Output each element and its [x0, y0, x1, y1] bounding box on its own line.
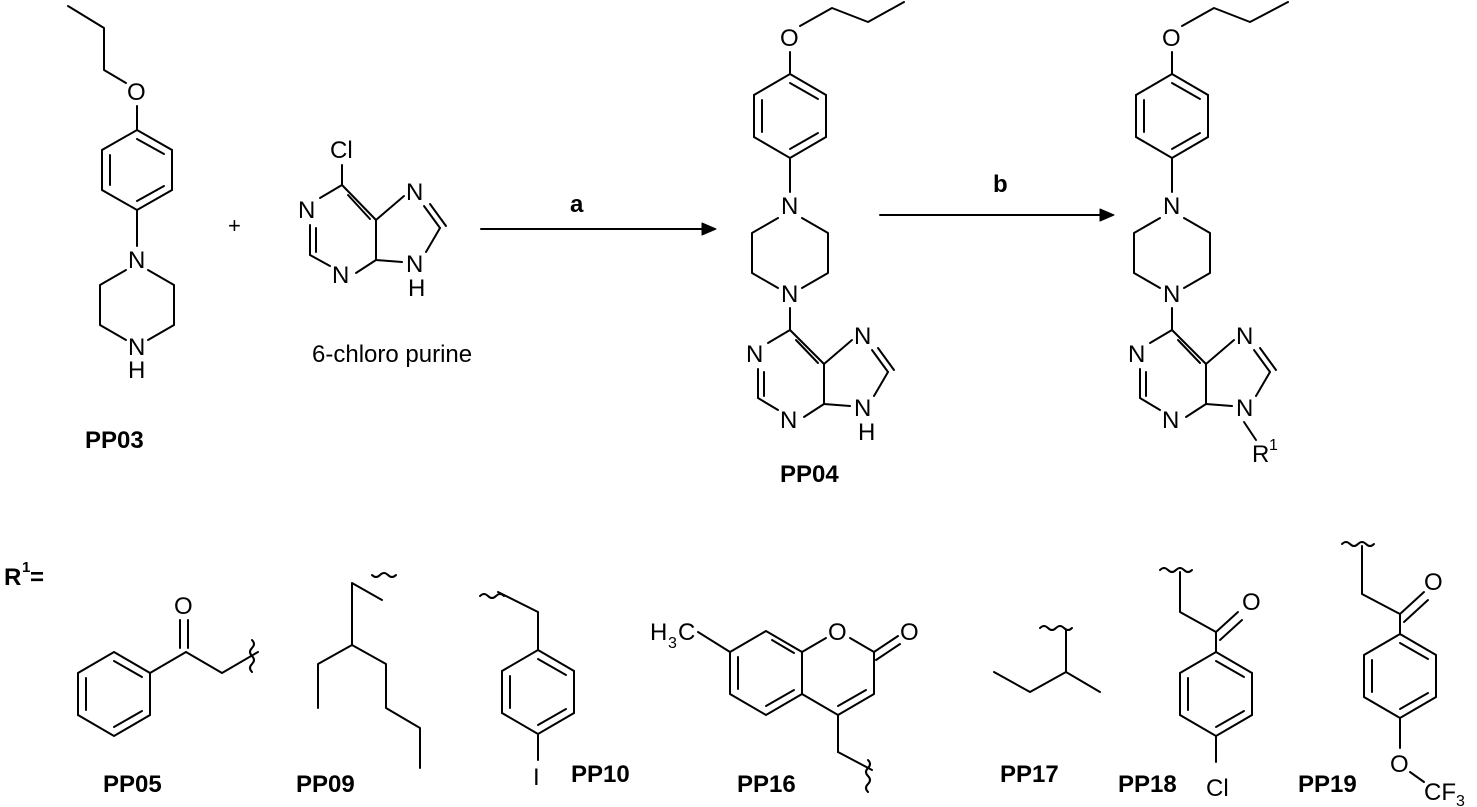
- step-b-label: b: [993, 171, 1008, 198]
- reaction-arrow-a: a: [480, 191, 717, 236]
- compound-label-pp09: PP09: [296, 771, 355, 798]
- nitrogen-atom: N: [128, 247, 145, 274]
- nitrogen-atom: N: [854, 395, 871, 422]
- pp04-structure: O N N N N N N H PP04: [746, 1, 905, 488]
- r-group-letter: R: [4, 564, 21, 591]
- pp18-structure: O Cl PP18: [1118, 567, 1261, 802]
- r-group-equals: =: [30, 564, 44, 591]
- nitrogen-atom: N: [1162, 407, 1179, 434]
- nitrogen-atom: N: [1128, 341, 1145, 368]
- step-a-label: a: [570, 191, 584, 218]
- general-product-structure: O N N N N N N R 1: [1128, 1, 1289, 468]
- oxygen-atom: O: [780, 25, 799, 52]
- methyl-h: H: [650, 619, 667, 646]
- nitrogen-atom: N: [128, 334, 145, 361]
- nitrogen-atom: N: [1236, 323, 1253, 350]
- oxygen-atom: O: [127, 79, 146, 106]
- oxygen-atom: O: [1390, 751, 1409, 778]
- nitrogen-atom: N: [780, 407, 797, 434]
- carbonyl-oxygen: O: [1424, 569, 1443, 596]
- trifluoromethyl-subscript: 3: [1456, 793, 1465, 807]
- compound-label-pp04: PP04: [780, 461, 839, 488]
- pp16-structure: H 3 C O O PP16: [650, 619, 919, 798]
- pp09-structure: PP09: [296, 572, 421, 798]
- r1-superscript: 1: [1269, 437, 1278, 454]
- r-group-definition: R 1 =: [4, 559, 44, 591]
- oxygen-atom: O: [828, 619, 847, 646]
- methyl-c: C: [678, 619, 695, 646]
- iodine-atom: I: [533, 764, 540, 791]
- carbonyl-oxygen: O: [1242, 589, 1261, 616]
- reaction-arrow-b: b: [879, 171, 1115, 222]
- pp03-structure: O N N H PP03: [67, 5, 175, 454]
- trifluoromethyl-c: CF: [1424, 779, 1456, 806]
- nitrogen-atom: N: [854, 323, 871, 350]
- plus-sign: +: [228, 213, 241, 238]
- chloropurine-structure: Cl N N N N H 6-chloro purine: [298, 137, 472, 368]
- pp19-structure: O O CF 3 PP19: [1298, 541, 1465, 807]
- compound-label-pp10: PP10: [571, 761, 630, 788]
- hydrogen-atom: H: [858, 419, 875, 446]
- nitrogen-atom: N: [781, 281, 798, 308]
- oxygen-atom: O: [174, 593, 193, 620]
- methyl-subscript: 3: [668, 635, 677, 652]
- nitrogen-atom: N: [406, 251, 423, 278]
- nitrogen-atom: N: [1163, 193, 1180, 220]
- compound-label-pp03: PP03: [85, 427, 144, 454]
- r-group-superscript: 1: [22, 559, 30, 576]
- nitrogen-atom: N: [332, 262, 349, 289]
- compound-label-pp19: PP19: [1298, 771, 1357, 798]
- compound-label-pp16: PP16: [737, 771, 796, 798]
- compound-label-pp18: PP18: [1118, 771, 1177, 798]
- hydrogen-atom: H: [128, 357, 145, 384]
- nitrogen-atom: N: [298, 197, 315, 224]
- carbonyl-oxygen: O: [900, 619, 919, 646]
- chlorine-atom: Cl: [330, 137, 353, 164]
- compound-label-pp17: PP17: [1000, 761, 1059, 788]
- compound-label-pp05: PP05: [103, 771, 162, 798]
- pp10-structure: I PP10: [479, 591, 630, 791]
- nitrogen-atom: N: [746, 341, 763, 368]
- oxygen-atom: O: [1162, 25, 1181, 52]
- pp17-structure: PP17: [993, 625, 1101, 788]
- r1-substituent: R: [1252, 441, 1269, 468]
- pp05-structure: O PP05: [77, 593, 259, 798]
- nitrogen-atom: N: [1163, 281, 1180, 308]
- chloropurine-name: 6-chloro purine: [312, 341, 472, 368]
- chlorine-atom: Cl: [1206, 775, 1229, 802]
- nitrogen-atom: N: [406, 179, 423, 206]
- hydrogen-atom: H: [408, 275, 425, 302]
- nitrogen-atom: N: [781, 193, 798, 220]
- nitrogen-atom: N: [1236, 395, 1253, 422]
